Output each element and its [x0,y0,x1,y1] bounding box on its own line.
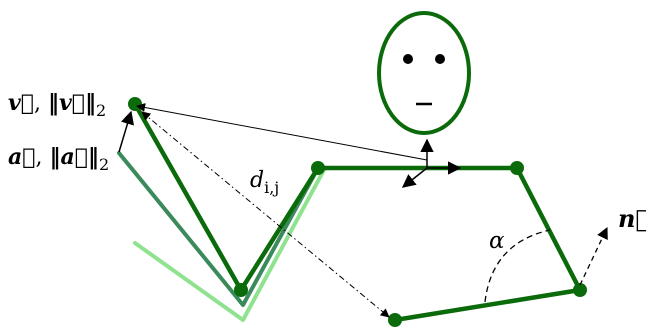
joint-hand [128,97,142,111]
normal-vector [579,226,608,286]
angle-label: α [489,228,505,254]
head [377,11,471,135]
arm-past-frame-2 [133,166,327,322]
distance-label: di,j [250,170,279,196]
velocity-vector-symbol: v⃗ [8,90,34,116]
joint-elbow [234,283,248,297]
hand-to-head-vector [136,103,428,161]
joint-shoulder-left [311,161,325,175]
velocity-norm-symbol: ‖v⃗‖ [48,90,96,116]
acceleration-norm-symbol: ‖a⃗‖ [49,144,99,170]
angle-arc [484,229,551,303]
joint-hip-right [573,283,587,297]
velocity-norm-subscript: 2 [96,101,107,120]
joint-hip-left [388,313,402,327]
acceleration-norm-subscript: 2 [98,155,110,174]
normal-label: n⃗ [618,207,646,231]
distance-subscript: i,j [264,178,280,197]
acceleration-vector-symbol: a⃗ [8,144,36,170]
head-eye-right [435,54,445,64]
distance-line [141,111,390,318]
distance-symbol: d [250,168,265,193]
hand-motion-arrow [118,110,134,153]
acceleration-label: a⃗, ‖a⃗‖2 [8,144,110,174]
joint-shoulder-right [510,161,524,175]
velocity-label: v⃗, ‖v⃗‖2 [8,90,107,120]
head-frame-axis-diag [401,167,428,188]
body-skeleton [132,101,583,323]
head-eye-left [403,54,413,64]
